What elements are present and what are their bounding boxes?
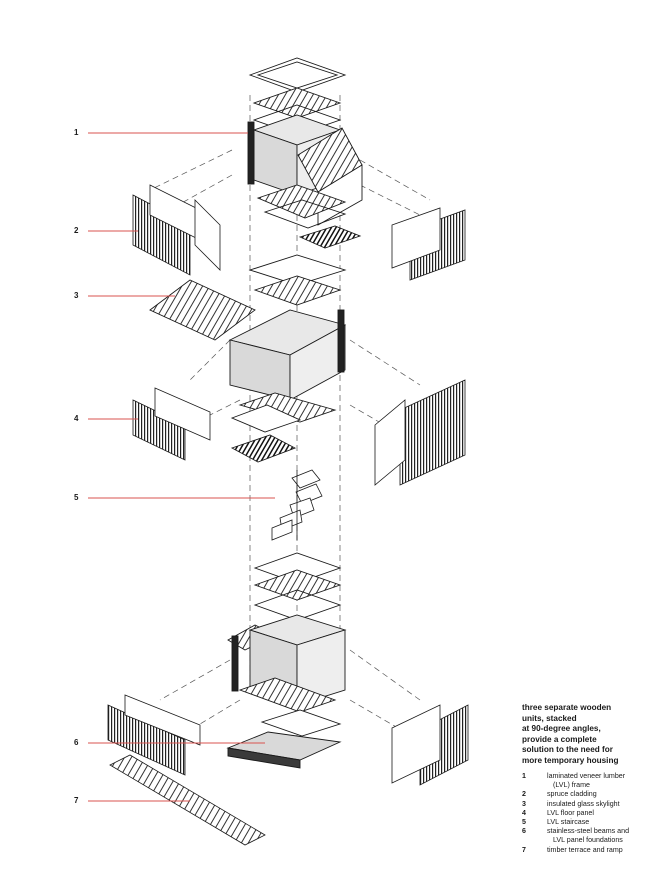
cladding-panel-left-middle [132, 387, 211, 461]
legend-number: 4 [522, 808, 526, 817]
spiral-staircase [271, 469, 323, 541]
legend-label-continued: (LVL) frame [553, 781, 590, 790]
callout-lines [88, 132, 275, 802]
callout-number-4: 4 [74, 414, 79, 423]
legend-item: 1 laminated veneer lumber(LVL) frame [522, 772, 657, 790]
caption-line: three separate wooden [522, 703, 612, 712]
legend-number: 6 [522, 827, 526, 836]
legend-label-continued: LVL panel foundations [553, 836, 623, 845]
cladding-panel-right-bottom [391, 704, 469, 786]
legend: 1 laminated veneer lumber(LVL) frame 2 s… [522, 772, 657, 855]
legend-number: 7 [522, 845, 526, 854]
caption-line: solution to the need for [522, 745, 613, 755]
caption-line: provide a complete [522, 734, 597, 744]
cladding-panel-right-middle [374, 379, 466, 486]
legend-number: 5 [522, 818, 526, 827]
cladding-panel-left-top [132, 184, 221, 276]
legend-label: laminated veneer lumber [547, 772, 626, 780]
callout-number-5: 5 [74, 493, 79, 502]
legend-item: 4 LVL floor panel [522, 809, 657, 818]
legend-label: spruce cladding [547, 790, 597, 799]
callout-number-6: 6 [74, 738, 79, 747]
terrace-ramp [109, 754, 266, 846]
legend-number: 3 [522, 799, 526, 808]
legend-label: stainless-steel beams and [547, 827, 630, 836]
legend-number: 1 [522, 772, 526, 780]
legend-item: 3 insulated glass skylight [522, 800, 657, 809]
caption-line: at 90-degree angles, [522, 724, 601, 734]
callout-number-7: 7 [74, 796, 79, 805]
middle-unit [149, 254, 347, 463]
legend-item: 5 LVL staircase [522, 818, 657, 827]
legend-label: insulated glass skylight [547, 799, 620, 808]
legend-item: 7 timber terrace and ramp [522, 846, 657, 855]
callout-number-1: 1 [74, 128, 79, 137]
caption-line: more temporary housing [522, 755, 619, 765]
cladding-panel-left-bottom [107, 694, 201, 776]
legend-item: 2 spruce cladding [522, 790, 657, 799]
top-unit [247, 57, 363, 249]
caption-line: units, stacked [522, 713, 577, 723]
legend-label: LVL staircase [547, 818, 590, 827]
cladding-panel-right-top [391, 207, 466, 281]
legend-number: 2 [522, 790, 526, 799]
legend-label: LVL floor panel [547, 808, 594, 817]
legend-label: timber terrace and ramp [547, 845, 623, 854]
caption: three separate wooden units, stacked at … [522, 703, 652, 767]
callout-number-3: 3 [74, 291, 79, 300]
bottom-unit [226, 552, 347, 769]
callout-number-2: 2 [74, 226, 79, 235]
